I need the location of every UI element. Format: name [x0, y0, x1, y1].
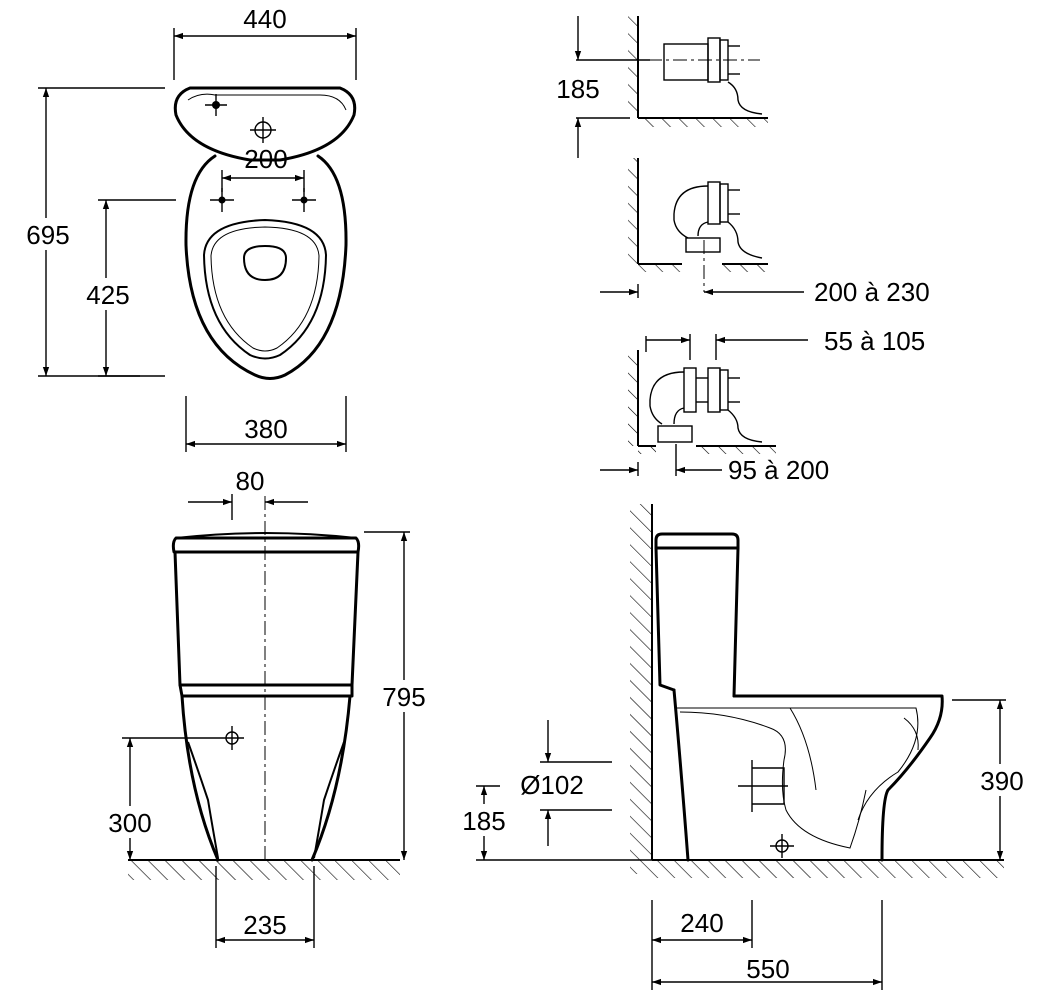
outlet-detail-offset: 55 à 105 95 à 200 — [600, 326, 925, 485]
dim-200: 200 — [244, 144, 287, 174]
dim-300: 300 — [108, 808, 151, 838]
dim-diameter-102: Ø102 — [520, 770, 584, 800]
dim-80: 80 — [236, 466, 265, 496]
dim-95-200: 95 à 200 — [728, 455, 829, 485]
dim-55-105: 55 à 105 — [824, 326, 925, 356]
dim-380: 380 — [244, 414, 287, 444]
dim-390: 390 — [980, 766, 1023, 796]
dim-695: 695 — [26, 220, 69, 250]
dim-240: 240 — [680, 908, 723, 938]
outlet-detail-bend: 200 à 230 — [600, 158, 930, 307]
dim-440: 440 — [243, 4, 286, 34]
front-view: 80 795 300 235 — [102, 466, 432, 948]
side-view: 390 Ø102 185 240 550 — [456, 504, 1030, 990]
dim-235: 235 — [243, 910, 286, 940]
dim-185-detail: 185 — [556, 74, 599, 104]
dim-795: 795 — [382, 682, 425, 712]
top-view: 440 695 425 200 380 — [18, 4, 357, 452]
dim-425: 425 — [86, 280, 129, 310]
dim-200-230: 200 à 230 — [814, 277, 930, 307]
outlet-detail-horizontal: 185 — [556, 16, 768, 158]
dim-550: 550 — [746, 954, 789, 984]
dim-185-side: 185 — [462, 806, 505, 836]
